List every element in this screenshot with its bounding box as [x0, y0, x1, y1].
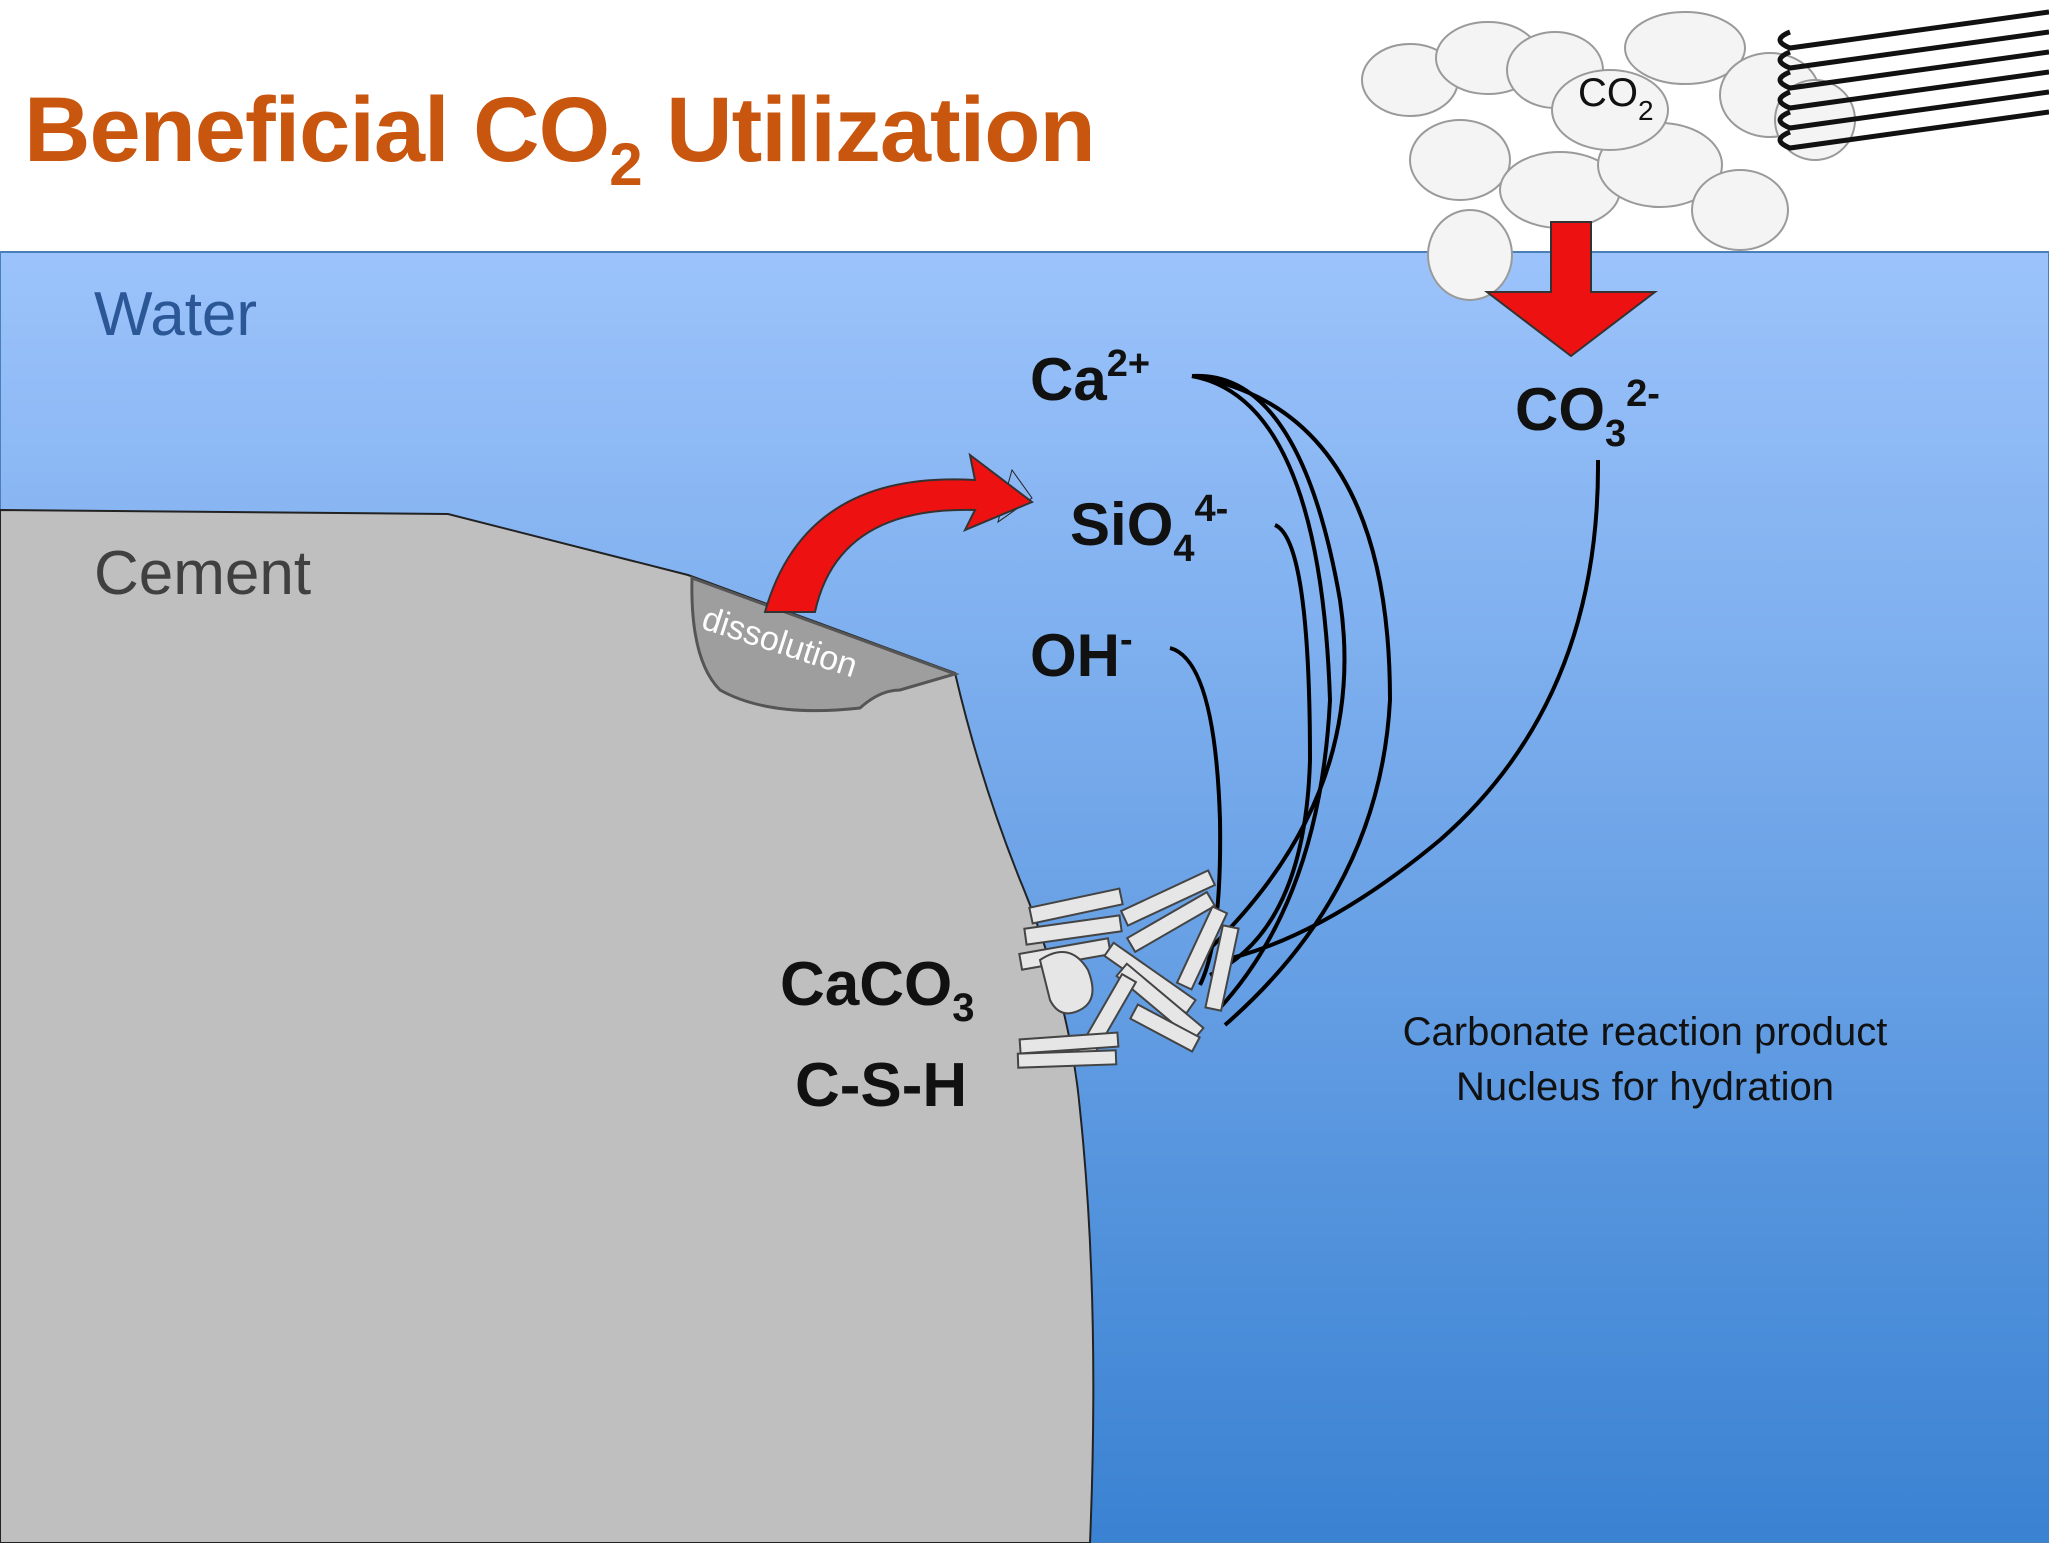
hydroxide-ion-label: OH- — [1030, 619, 1133, 689]
silicate-ion-label: SiO44- — [1070, 488, 1228, 570]
csh-label: C-S-H — [795, 1051, 967, 1120]
note-line-1: Carbonate reaction product — [1403, 1010, 1888, 1054]
carbonate-path — [1214, 459, 1601, 964]
calcium-path-3 — [1191, 374, 1393, 1027]
cement-region — [0, 508, 1095, 1543]
ion-pathways — [1169, 373, 1601, 1027]
caco3-label: CaCO3 — [780, 950, 975, 1030]
silicate-path — [1209, 523, 1313, 977]
page-title: Beneficial CO2 Utilization — [24, 84, 1096, 195]
carbonate-ion-label: CO32- — [1515, 373, 1660, 455]
title-subscript: 2 — [609, 131, 642, 198]
exhaust-lines — [1777, 9, 2049, 151]
cement-label: Cement — [94, 539, 311, 608]
title-text-rest: Utilization — [641, 79, 1096, 181]
calcium-path-2 — [1191, 374, 1333, 1012]
title-text: Beneficial CO — [24, 79, 610, 181]
calcium-ion-label: Ca2+ — [1030, 343, 1150, 413]
dissolution-pit — [690, 575, 960, 713]
cloud-co2-label: CO2 — [1578, 71, 1654, 126]
nucleus-crystals — [1016, 869, 1240, 1069]
water-label: Water — [94, 280, 257, 349]
note-line-2: Nucleus for hydration — [1456, 1065, 1834, 1109]
co2-down-arrow — [1484, 221, 1658, 358]
dissolution-arrow-body — [763, 452, 1034, 613]
co2-cloud — [1361, 11, 1856, 301]
calcium-path-1 — [1191, 373, 1347, 960]
